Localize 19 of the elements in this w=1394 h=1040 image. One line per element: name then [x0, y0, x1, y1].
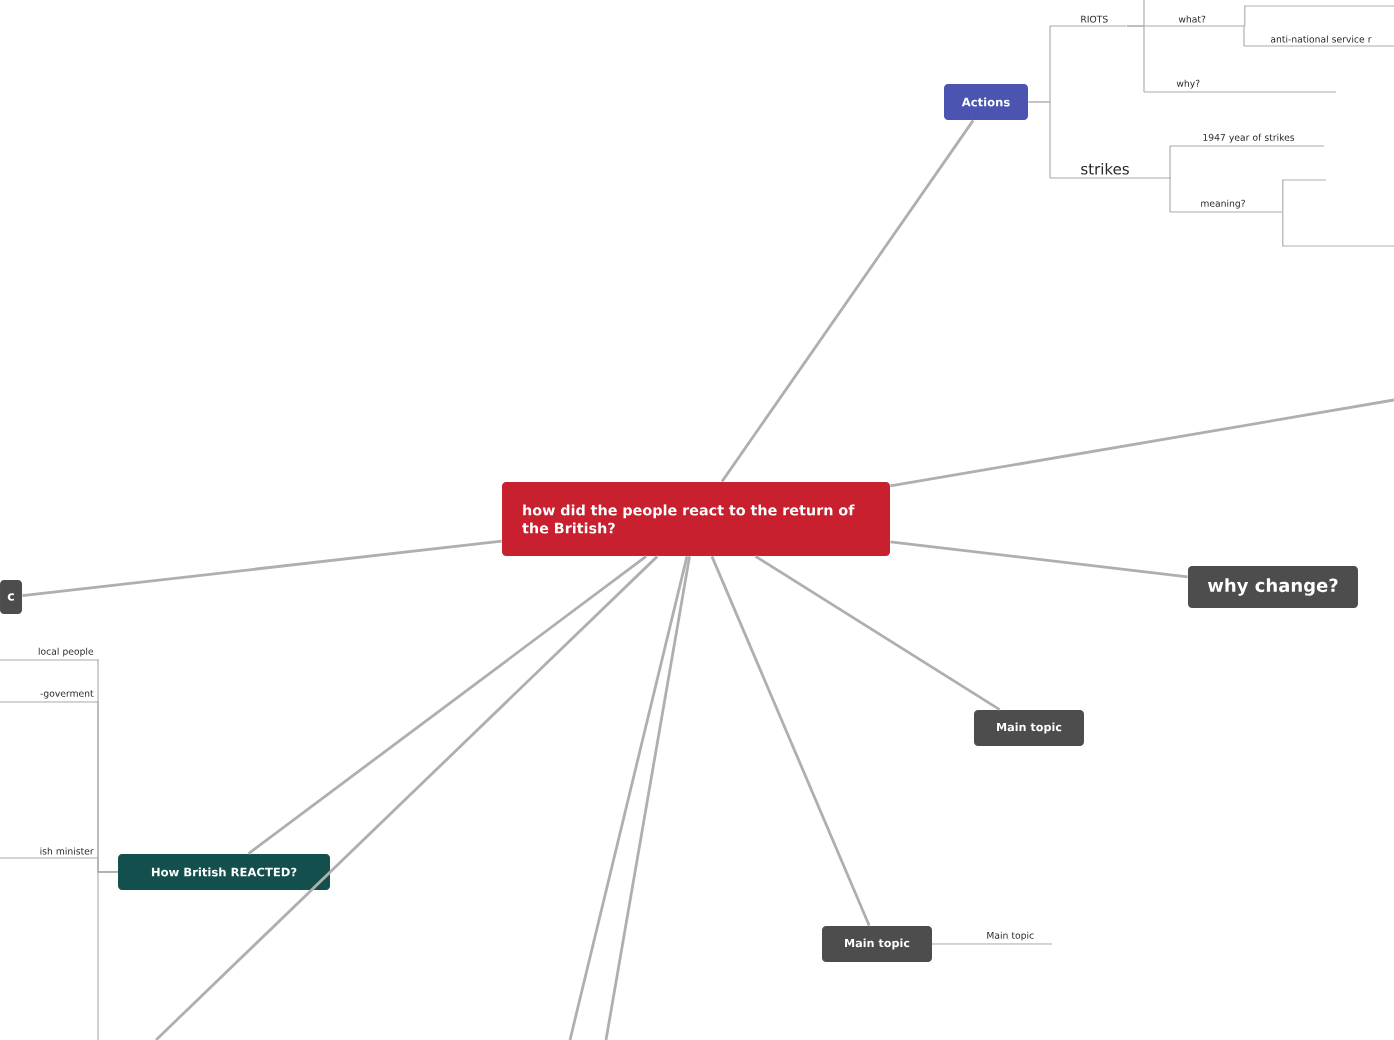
- connector-line: [710, 555, 871, 927]
- connector-line: [155, 555, 659, 1040]
- connector-line: [247, 555, 647, 855]
- connector-line: [1243, 25, 1246, 47]
- connector-line: [890, 398, 1394, 488]
- connector-line: [1282, 179, 1327, 213]
- connector-line: [1126, 0, 1145, 93]
- connector-line: [97, 871, 119, 1040]
- connector-line: [568, 556, 689, 1040]
- connector-line: [604, 556, 691, 1040]
- connector-line: [1244, 5, 1394, 27]
- connector-line: [754, 555, 1001, 711]
- connector-line: [1169, 145, 1172, 179]
- topic-box: why change?: [1188, 566, 1358, 608]
- connector-line: [720, 119, 975, 483]
- connector-line: [1169, 177, 1172, 213]
- connector-line: [890, 540, 1188, 579]
- connector-line: [1027, 101, 1051, 179]
- connector-line: [1282, 211, 1394, 247]
